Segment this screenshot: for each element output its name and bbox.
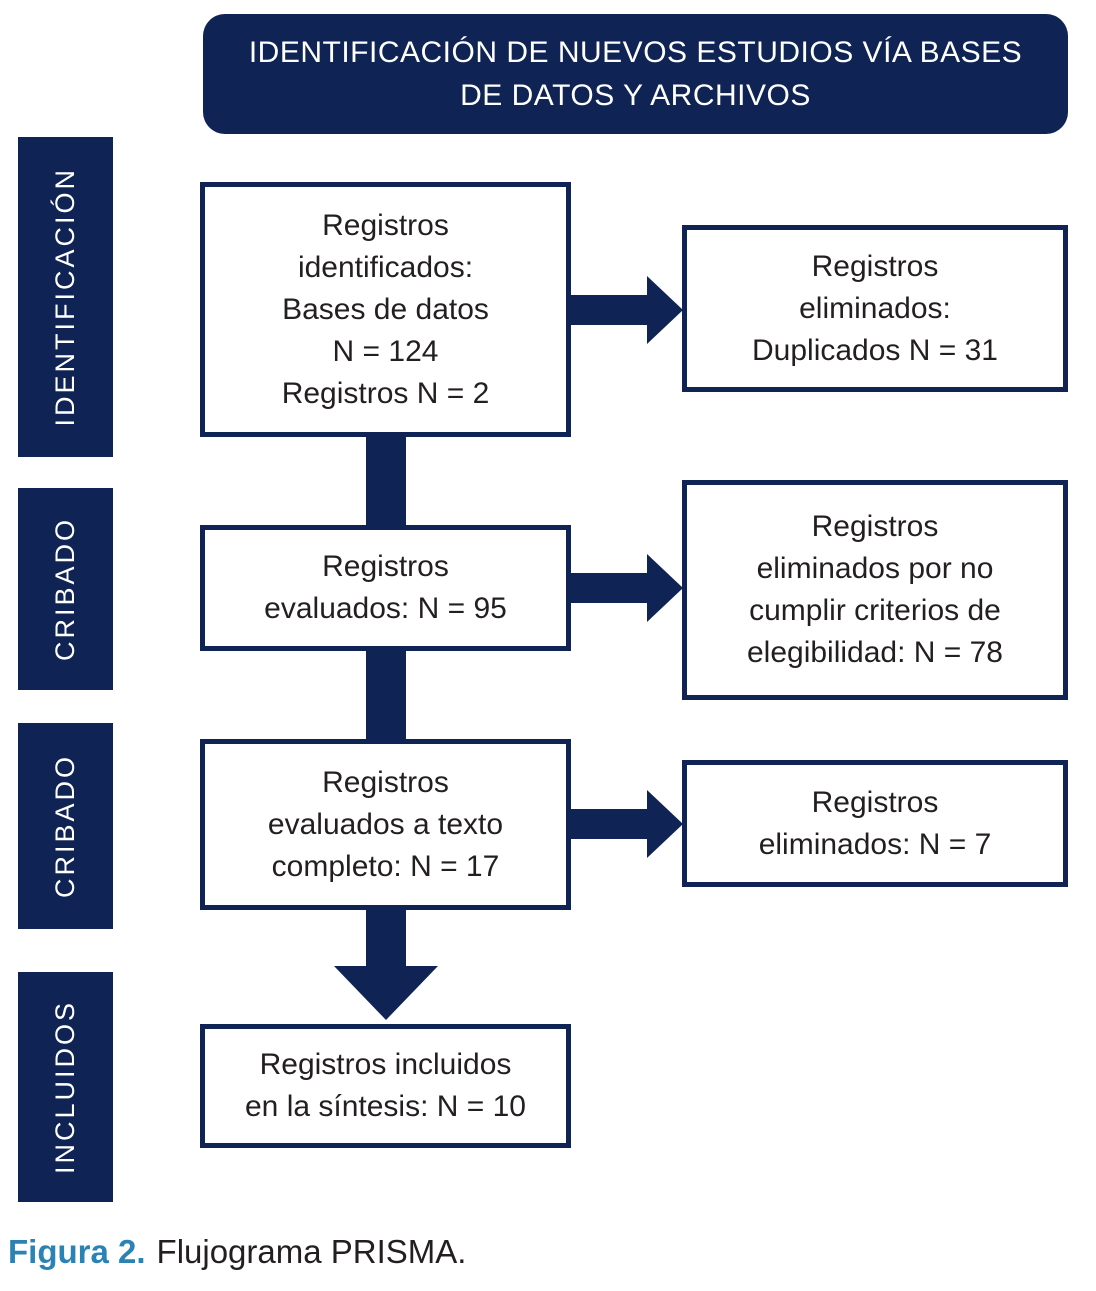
connector-line-box2-box3 — [366, 648, 406, 743]
stage-label-text: INCLUIDOS — [50, 999, 80, 1175]
arrow-right-shaft-1 — [571, 295, 647, 325]
arrow-right-icon-1 — [647, 276, 683, 344]
flow-box-duplicates-removed: Registros eliminados: Duplicados N = 31 — [682, 225, 1068, 392]
figure-caption-label: Figura 2. — [8, 1233, 146, 1270]
arrow-down-icon — [334, 966, 438, 1020]
arrow-right-shaft-3 — [571, 809, 647, 839]
figure-caption-text: Flujograma PRISMA. — [156, 1233, 467, 1270]
stage-label-text: CRIBADO — [50, 516, 80, 662]
flow-box-excluded-eligibility: Registros eliminados por no cumplir crit… — [682, 480, 1068, 700]
arrow-right-icon-3 — [647, 790, 683, 858]
stage-label-incluidos: INCLUIDOS — [18, 972, 113, 1202]
figure-caption: Figura 2. Flujograma PRISMA. — [8, 1233, 466, 1271]
header-title: IDENTIFICACIÓN DE NUEVOS ESTUDIOS VÍA BA… — [248, 36, 1023, 112]
stage-label-text: CRIBADO — [50, 753, 80, 899]
flow-box-records-screened: Registros evaluados: N = 95 — [200, 525, 571, 651]
header-banner: IDENTIFICACIÓN DE NUEVOS ESTUDIOS VÍA BA… — [203, 14, 1068, 134]
flow-box-records-fulltext: Registros evaluados a texto completo: N … — [200, 739, 571, 910]
stage-label-cribado-1: CRIBADO — [18, 488, 113, 690]
flow-box-records-included: Registros incluidos en la síntesis: N = … — [200, 1024, 571, 1148]
arrow-down-shaft — [366, 908, 406, 968]
stage-label-text: IDENTIFICACIÓN — [50, 167, 80, 427]
flow-box-excluded-fulltext: Registros eliminados: N = 7 — [682, 760, 1068, 887]
arrow-right-icon-2 — [647, 554, 683, 622]
stage-label-cribado-2: CRIBADO — [18, 723, 113, 929]
connector-line-box1-box2 — [366, 435, 406, 529]
stage-label-identificacion: IDENTIFICACIÓN — [18, 137, 113, 457]
flow-box-records-identified: Registros identificados: Bases de datos … — [200, 182, 571, 437]
arrow-right-shaft-2 — [571, 573, 647, 603]
